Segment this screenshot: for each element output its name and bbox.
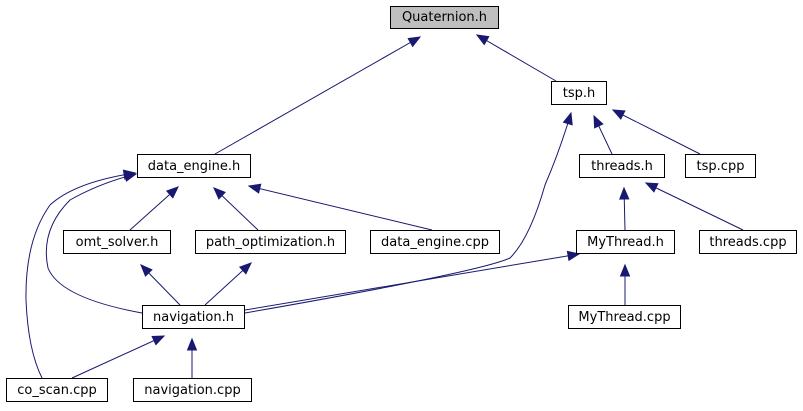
node-omt-solver-h[interactable]: omt_solver.h [63, 230, 171, 254]
edge-tsp-cpp-to-tsp-h [611, 109, 701, 155]
arrowhead-icon [247, 183, 262, 194]
edge-line [25, 172, 136, 379]
arrowhead-icon [644, 182, 659, 193]
edge-path-optimization-h-to-data-engine-h [213, 187, 259, 231]
arrowhead-icon [213, 187, 226, 200]
edge-navigation-h-to-mythread-h [244, 250, 581, 311]
node-mythread-h[interactable]: MyThread.h [576, 230, 675, 254]
edge-navigation-h-to-omt-solver-h [140, 264, 181, 306]
arrowhead-icon [475, 34, 490, 46]
edge-line [244, 112, 572, 314]
edge-co-scan-cpp-to-data-engine-h [25, 169, 137, 379]
arrowhead-icon [611, 109, 626, 120]
edge-mythread-cpp-to-mythread-h [619, 263, 631, 305]
node-tsp-cpp[interactable]: tsp.cpp [685, 154, 756, 178]
node-mythread-cpp[interactable]: MyThread.cpp [568, 305, 681, 329]
edge-line [612, 109, 701, 155]
edge-line [244, 253, 580, 311]
edge-mythread-h-to-threads-h [619, 186, 630, 231]
arrowhead-icon [186, 337, 198, 351]
arrowhead-icon [619, 263, 631, 277]
edge-data-engine-h-to-quaternion [214, 36, 422, 155]
arrowhead-icon [122, 169, 137, 180]
arrowhead-icon [407, 36, 422, 48]
edge-navigation-h-to-tsp-h [244, 111, 573, 314]
edge-navigation-cpp-to-navigation-h [186, 337, 198, 378]
node-tsp-h[interactable]: tsp.h [551, 81, 607, 105]
node-threads-h[interactable]: threads.h [579, 154, 665, 178]
edge-line [645, 182, 744, 231]
edge-data-engine-cpp-to-data-engine-h [247, 183, 433, 231]
node-threads-cpp[interactable]: threads.cpp [699, 230, 797, 254]
edge-line [214, 36, 421, 155]
edge-tsp-h-to-quaternion [475, 34, 557, 82]
edge-co-scan-cpp-to-navigation-h [71, 335, 166, 379]
edge-line [476, 34, 557, 82]
node-path-optimization-h[interactable]: path_optimization.h [195, 230, 346, 254]
edge-line [45, 173, 143, 314]
arrowhead-icon [140, 264, 153, 277]
arrowhead-icon [593, 114, 604, 129]
edge-omt-solver-h-to-data-engine-h [129, 186, 179, 231]
arrowhead-icon [562, 111, 573, 126]
edge-line [248, 185, 433, 231]
arrowhead-icon [619, 186, 630, 200]
arrowhead-icon [151, 335, 166, 346]
node-co-scan-cpp[interactable]: co_scan.cpp [6, 378, 108, 402]
edge-navigation-h-to-path-optimization-h [204, 262, 252, 306]
node-data-engine-cpp[interactable]: data_engine.cpp [370, 230, 500, 254]
edge-threads-h-to-tsp-h [593, 114, 613, 155]
arrowhead-icon [165, 186, 179, 199]
arrowhead-icon [238, 262, 252, 275]
edge-threads-cpp-to-threads-h [644, 182, 744, 231]
edge-line [71, 335, 165, 379]
node-navigation-cpp[interactable]: navigation.cpp [133, 378, 252, 402]
node-data-engine-h[interactable]: data_engine.h [137, 154, 251, 178]
node-quaternion-h: Quaternion.h [390, 6, 499, 29]
node-navigation-h[interactable]: navigation.h [142, 305, 245, 329]
